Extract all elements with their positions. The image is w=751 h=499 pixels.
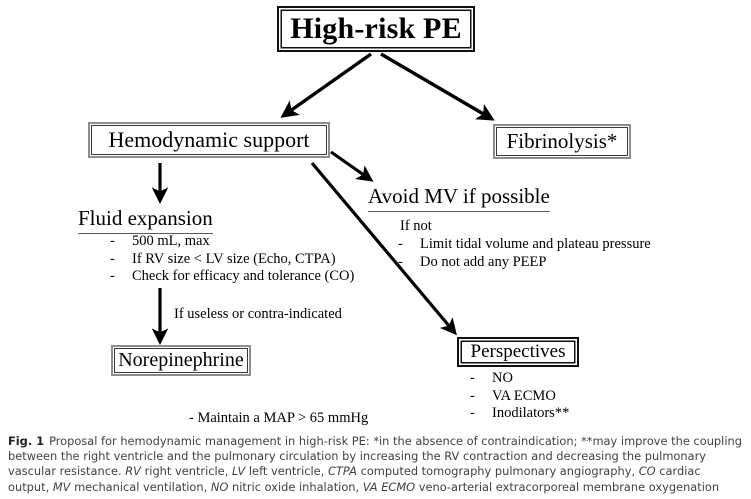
node-norepinephrine-label: Norepinephrine bbox=[118, 349, 244, 371]
label-maintain-map: - Maintain a MAP > 65 mmHg bbox=[189, 410, 369, 426]
caption-def-no: nitric oxide inhalation, bbox=[232, 479, 360, 494]
flowchart-figure: High-risk PE Hemodynamic support Fibrino… bbox=[78, 6, 651, 426]
list-item: -If RV size < LV size (Echo, CTPA) bbox=[110, 251, 354, 269]
list-item: - Check for efficacy and tolerance (CO) bbox=[110, 268, 354, 286]
caption-abbr-mv: MV bbox=[52, 479, 71, 494]
caption-def-co: cardiac output, bbox=[8, 464, 701, 494]
arrow-title-to-hemodynamic bbox=[280, 52, 372, 118]
edge-label-if-useless: If useless or contra-indicated bbox=[174, 306, 342, 322]
arrow-hemodynamic-to-avoidmv bbox=[330, 150, 374, 182]
list-item: - Inodilators** bbox=[470, 405, 569, 423]
list-item: - NO bbox=[470, 370, 569, 388]
node-norepinephrine: Norepinephrine bbox=[111, 345, 251, 376]
bullet-dash: - bbox=[110, 233, 115, 249]
bullet-dash: - bbox=[470, 370, 475, 386]
node-perspectives: Perspectives bbox=[457, 337, 579, 367]
heading-avoid-mv: Avoid MV if possible bbox=[368, 184, 550, 212]
bullet-dash: - bbox=[398, 236, 403, 252]
node-fibrinolysis: Fibrinolysis* bbox=[493, 124, 631, 159]
caption-abbr-ecmo: ECMO bbox=[381, 479, 416, 494]
caption-abbr-lv: LV bbox=[231, 464, 246, 479]
list-item-label: Inodilators** bbox=[492, 405, 570, 421]
caption-body: Proposal for hemodynamic management in h… bbox=[8, 434, 742, 479]
caption-abbr-ctpa: CTPA bbox=[327, 464, 357, 479]
list-item-label: NO bbox=[492, 370, 513, 386]
node-perspectives-label: Perspectives bbox=[470, 341, 566, 362]
caption-abbr-rv: RV bbox=[125, 464, 141, 479]
caption-fig-label: Fig. 1 bbox=[8, 434, 45, 448]
list-item-label: VA ECMO bbox=[492, 387, 556, 404]
caption-def-lv: left ventricle, bbox=[248, 464, 325, 479]
avoid-mv-list: - Limit tidal volume and plateau pressure… bbox=[398, 236, 651, 271]
caption-abbr-co: CO bbox=[638, 464, 656, 479]
node-high-risk-pe: High-risk PE bbox=[277, 6, 475, 52]
caption-abbr-no: NO bbox=[210, 479, 229, 494]
caption-def-vaecmo: veno-arterial extracorporeal membrane ox… bbox=[418, 479, 720, 494]
list-item-label: If RV size < LV size (Echo, CTPA) bbox=[132, 250, 336, 267]
list-item-label: 500 mL, max bbox=[132, 233, 210, 249]
node-fibrinolysis-label: Fibrinolysis* bbox=[506, 129, 618, 153]
node-hemodynamic-support-label: Hemodynamic support bbox=[108, 127, 310, 152]
list-item-label: Limit tidal volume and plateau pressure bbox=[420, 236, 651, 252]
caption-def-ctpa: computed tomography pulmonary angiograph… bbox=[360, 464, 636, 479]
list-item: - 500 mL, max bbox=[110, 233, 354, 251]
fluid-expansion-list: -500 mL, max -If RV size < LV size (Echo… bbox=[110, 233, 354, 286]
bullet-dash: - bbox=[110, 250, 115, 267]
bullet-dash: - bbox=[398, 253, 403, 270]
caption-def-mv: mechanical ventilation, bbox=[74, 479, 208, 494]
caption-abbr-va: VA bbox=[362, 479, 378, 494]
list-item-label: Check for efficacy and tolerance (CO) bbox=[132, 268, 355, 284]
bullet-dash: - bbox=[110, 268, 115, 284]
bullet-dash: - bbox=[470, 405, 475, 421]
arrow-title-to-fibrinolysis bbox=[380, 52, 495, 121]
list-item: -Do not add any PEEP bbox=[398, 254, 651, 272]
caption-def-rv: right ventricle, bbox=[144, 464, 229, 479]
bullet-dash: - bbox=[470, 387, 475, 404]
list-item: - Limit tidal volume and plateau pressure bbox=[398, 236, 651, 254]
avoid-mv-intro-label: If not bbox=[400, 218, 432, 234]
list-item: -VA ECMO bbox=[470, 388, 569, 406]
node-hemodynamic-support: Hemodynamic support bbox=[88, 122, 330, 158]
heading-fluid-expansion: Fluid expansion bbox=[78, 206, 213, 234]
perspectives-list: -NO -VA ECMO -Inodilators** bbox=[470, 370, 569, 423]
list-item-label: Do not add any PEEP bbox=[420, 253, 547, 270]
node-high-risk-pe-label: High-risk PE bbox=[290, 12, 462, 45]
